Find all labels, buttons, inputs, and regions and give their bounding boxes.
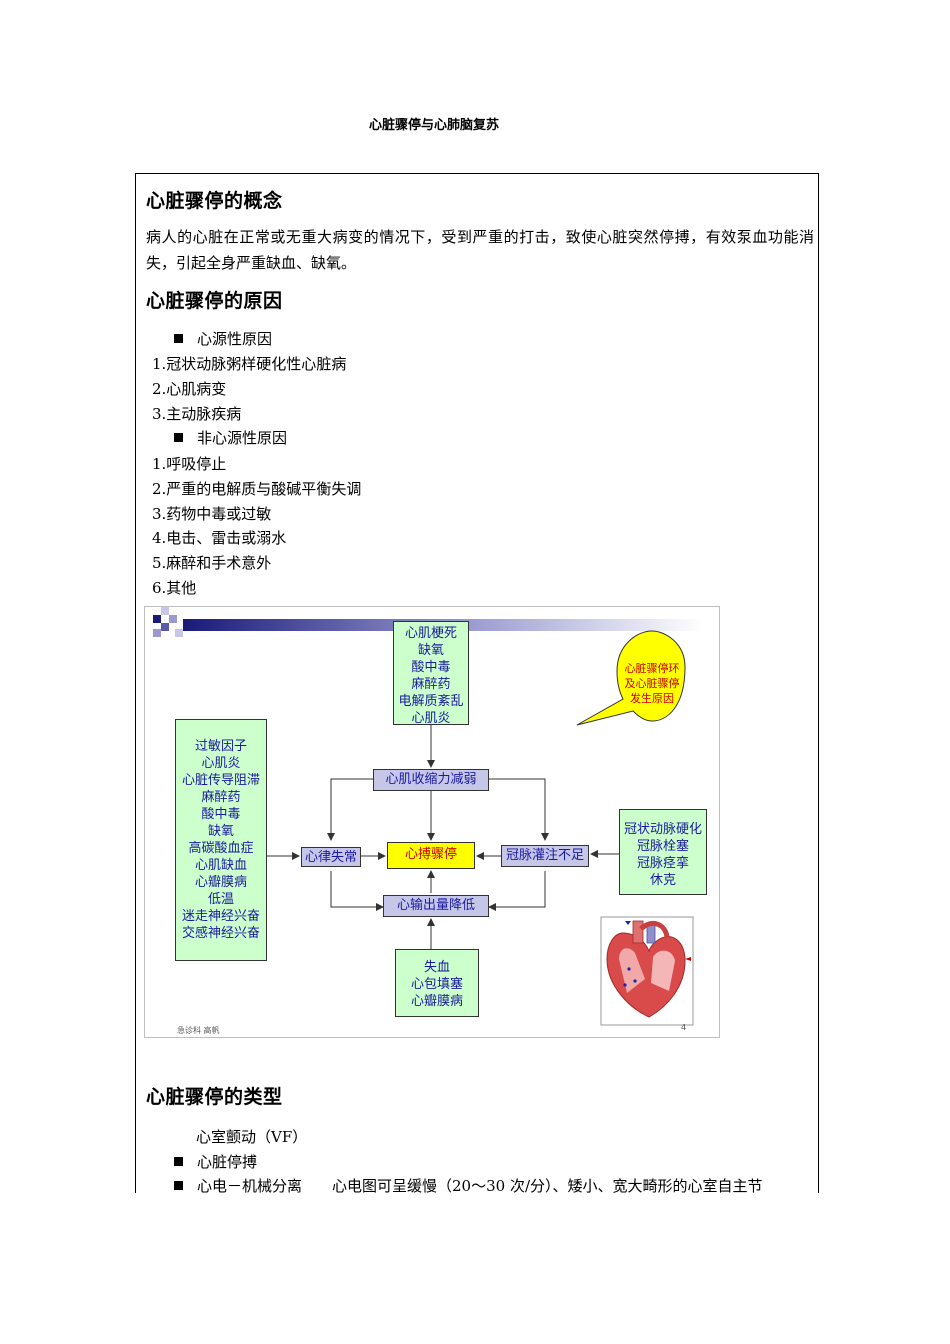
concept-text: 病人的心脏在正常或无重大病变的情况下，受到严重的打击，致使心脏突然停搏，有效泵血… bbox=[146, 228, 814, 272]
header-square bbox=[175, 629, 183, 637]
types-heading: 心脏骤停的类型 bbox=[146, 1086, 283, 1108]
heart-icon bbox=[606, 920, 691, 1018]
bottom-causes-box: 失血 心包填塞 心瓣膜病 bbox=[395, 949, 479, 1017]
callout-bubble bbox=[576, 630, 686, 726]
myocardial-weakening-box: 心肌收缩力减弱 bbox=[373, 769, 489, 791]
cardiac-arrest-box: 心搏骤停 bbox=[387, 842, 475, 869]
list-item: 3.主动脉疾病 bbox=[152, 405, 242, 423]
bullet-square-icon bbox=[174, 433, 183, 442]
bullet-square-icon bbox=[174, 1181, 183, 1190]
causes-heading: 心脏骤停的原因 bbox=[146, 290, 283, 312]
arrow-arrhythmia-to-output bbox=[330, 871, 384, 911]
left-causes-box: 过敏因子 心肌炎 心脏传导阻滞 麻醉药 酸中毒 缺氧 高碳酸血症 心肌缺血 心瓣… bbox=[175, 719, 267, 961]
list-item: 3.药物中毒或过敏 bbox=[152, 505, 272, 523]
arrow-myocardial-to-coronary bbox=[489, 778, 549, 841]
list-item: 2.心肌病变 bbox=[152, 380, 227, 398]
slide-footer: 急诊科 高帆 bbox=[177, 1026, 220, 1035]
list-item: 5.麻醉和手术意外 bbox=[152, 554, 272, 572]
header-square bbox=[153, 629, 161, 637]
list-item: 6.其他 bbox=[152, 579, 197, 597]
type-item-emd: 心电－机械分离 心电图可呈缓慢（20～30 次/分）、矮小、宽大畸形的心室自主节 bbox=[174, 1175, 763, 1196]
document-title: 心脏骤停与心肺脑复苏 bbox=[368, 118, 499, 133]
coronary-perfusion-box: 冠脉灌注不足 bbox=[501, 845, 589, 867]
type-item-asystole: 心脏停搏 bbox=[174, 1151, 257, 1172]
list-item: 1.冠状动脉粥样硬化性心脏病 bbox=[152, 355, 347, 373]
header-square bbox=[161, 607, 169, 615]
list-item: 4.电击、雷击或溺水 bbox=[152, 529, 287, 547]
noncardiac-causes-label: 非心源性原因 bbox=[174, 427, 287, 448]
cardiac-causes-label: 心源性原因 bbox=[174, 328, 272, 349]
right-causes-box: 冠状动脉硬化 冠脉栓塞 冠脉痉挛 休克 bbox=[619, 809, 707, 895]
type-item-vf: 心室颤动（VF） bbox=[196, 1128, 308, 1146]
list-item: 1.呼吸停止 bbox=[152, 455, 227, 473]
top-causes-box: 心肌梗死 缺氧 酸中毒 麻醉药 电解质紊乱 心肌炎 bbox=[393, 621, 469, 726]
header-square bbox=[169, 615, 177, 623]
callout-text: 心脏骤停环及心脏骤停发生原因 bbox=[624, 662, 680, 705]
bullet-square-icon bbox=[174, 334, 183, 343]
cardiac-arrest-diagram: 心肌梗死 缺氧 酸中毒 麻醉药 电解质紊乱 心肌炎 过敏因子 心肌炎 心脏传导阻… bbox=[144, 606, 720, 1038]
header-square bbox=[153, 615, 161, 623]
arrow-myocardial-to-arrhythmia bbox=[327, 778, 373, 841]
diagram-connectors bbox=[153, 607, 703, 1026]
slide-page-number: 4 bbox=[681, 1023, 687, 1032]
arrow-coronary-to-output bbox=[488, 871, 546, 911]
header-square bbox=[161, 623, 169, 631]
concept-heading: 心脏骤停的概念 bbox=[146, 190, 283, 212]
content-table: 心脏骤停的概念 病人的心脏在正常或无重大病变的情况下，受到严重的打击，致使心脏突… bbox=[135, 173, 819, 1196]
list-item: 2.严重的电解质与酸碱平衡失调 bbox=[152, 480, 362, 498]
bullet-square-icon bbox=[174, 1157, 183, 1166]
cardiac-output-box: 心输出量降低 bbox=[383, 895, 489, 917]
arrhythmia-box: 心律失常 bbox=[301, 847, 361, 867]
